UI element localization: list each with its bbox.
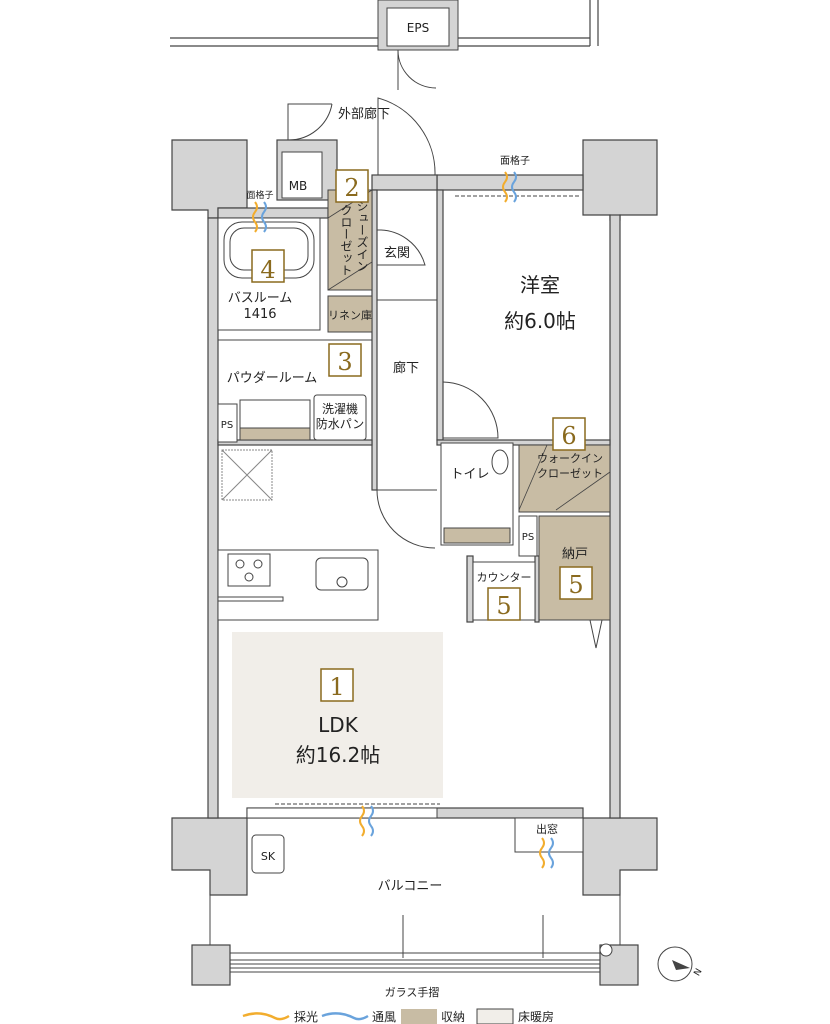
mb-label: MB <box>289 179 308 193</box>
shoes-closet <box>327 189 373 291</box>
legend-light-icon <box>242 1012 290 1021</box>
ldk-size: 約16.2帖 <box>296 743 381 767</box>
ps-right-label: PS <box>522 532 534 543</box>
sink-icon <box>315 557 369 591</box>
marker-linen: 3 <box>337 348 352 376</box>
lattice-right-label: 面格子 <box>500 154 530 167</box>
balcony-label: バルコニー <box>378 879 443 894</box>
eps-label: EPS <box>407 21 429 35</box>
outer-corridor-label: 外部廊下 <box>338 106 390 122</box>
entrance-label: 玄関 <box>384 246 410 261</box>
glass-railing-label: ガラス手摺 <box>385 985 440 999</box>
toilet-bowl <box>491 449 509 475</box>
glass-railing <box>230 952 600 973</box>
bathroom-label: バスルーム <box>228 291 293 306</box>
bathroom-size: 1416 <box>243 307 276 322</box>
marker-bathroom: 4 <box>260 256 275 284</box>
marker-counter: 5 <box>496 592 511 620</box>
legend-floorheat-swatch <box>476 1008 514 1024</box>
wic-label-1: ウォークイン <box>537 452 603 465</box>
storage-room-label: 納戸 <box>562 547 588 562</box>
legend-wind-icon <box>321 1012 369 1021</box>
svg-text:N: N <box>693 967 705 978</box>
washer-label-2: 防水パン <box>316 416 365 431</box>
marker-ldk: 1 <box>329 673 344 701</box>
shoes-closet-label-1: シューズイン <box>355 200 369 272</box>
shoes-closet-label-2: クローゼット <box>339 204 353 276</box>
legend: 採光 通風 収納 床暖房 <box>242 1008 554 1024</box>
ldk-window[interactable] <box>246 807 438 819</box>
ldk-label: LDK <box>318 713 359 737</box>
mb-door[interactable] <box>287 103 333 141</box>
lattice-left-label: 面格子 <box>246 189 273 201</box>
washer-label-1: 洗濯機 <box>322 401 358 416</box>
legend-floorheat-label: 床暖房 <box>518 1009 554 1024</box>
western-room-size: 約6.0帖 <box>504 309 576 333</box>
mb-box <box>281 151 323 199</box>
western-room-label: 洋室 <box>520 273 560 297</box>
legend-light-label: 採光 <box>294 1010 318 1024</box>
toilet-label: トイレ <box>450 467 489 482</box>
powder-room-label: パウダールーム <box>227 371 318 386</box>
ps-left-label: PS <box>221 420 233 431</box>
linen-label: リネン庫 <box>328 308 372 322</box>
hallway-label: 廊下 <box>393 360 419 376</box>
toilet-door[interactable] <box>376 489 437 549</box>
walk-in-closet <box>518 444 611 513</box>
bay-window-label: 出窓 <box>536 822 558 836</box>
marker-shoes-closet: 2 <box>344 174 359 202</box>
linen-closet <box>327 295 373 333</box>
compass-icon: N <box>657 946 705 982</box>
wic-label-2: クローゼット <box>537 467 603 480</box>
marker-storage-room: 5 <box>568 571 583 599</box>
legend-storage-label: 収納 <box>441 1010 465 1024</box>
marker-wic: 6 <box>561 422 576 450</box>
closet-door[interactable] <box>376 229 426 266</box>
washer-pan <box>313 394 367 441</box>
legend-storage-swatch <box>401 1009 437 1024</box>
eps-door[interactable] <box>397 49 437 90</box>
counter-label: カウンター <box>477 571 532 584</box>
sk-box <box>251 834 285 874</box>
sk-label: SK <box>261 850 276 863</box>
floor-heating-area <box>232 632 443 798</box>
western-room-door[interactable] <box>442 381 499 439</box>
entrance-door[interactable] <box>377 97 436 176</box>
legend-wind-label: 通風 <box>372 1010 396 1024</box>
